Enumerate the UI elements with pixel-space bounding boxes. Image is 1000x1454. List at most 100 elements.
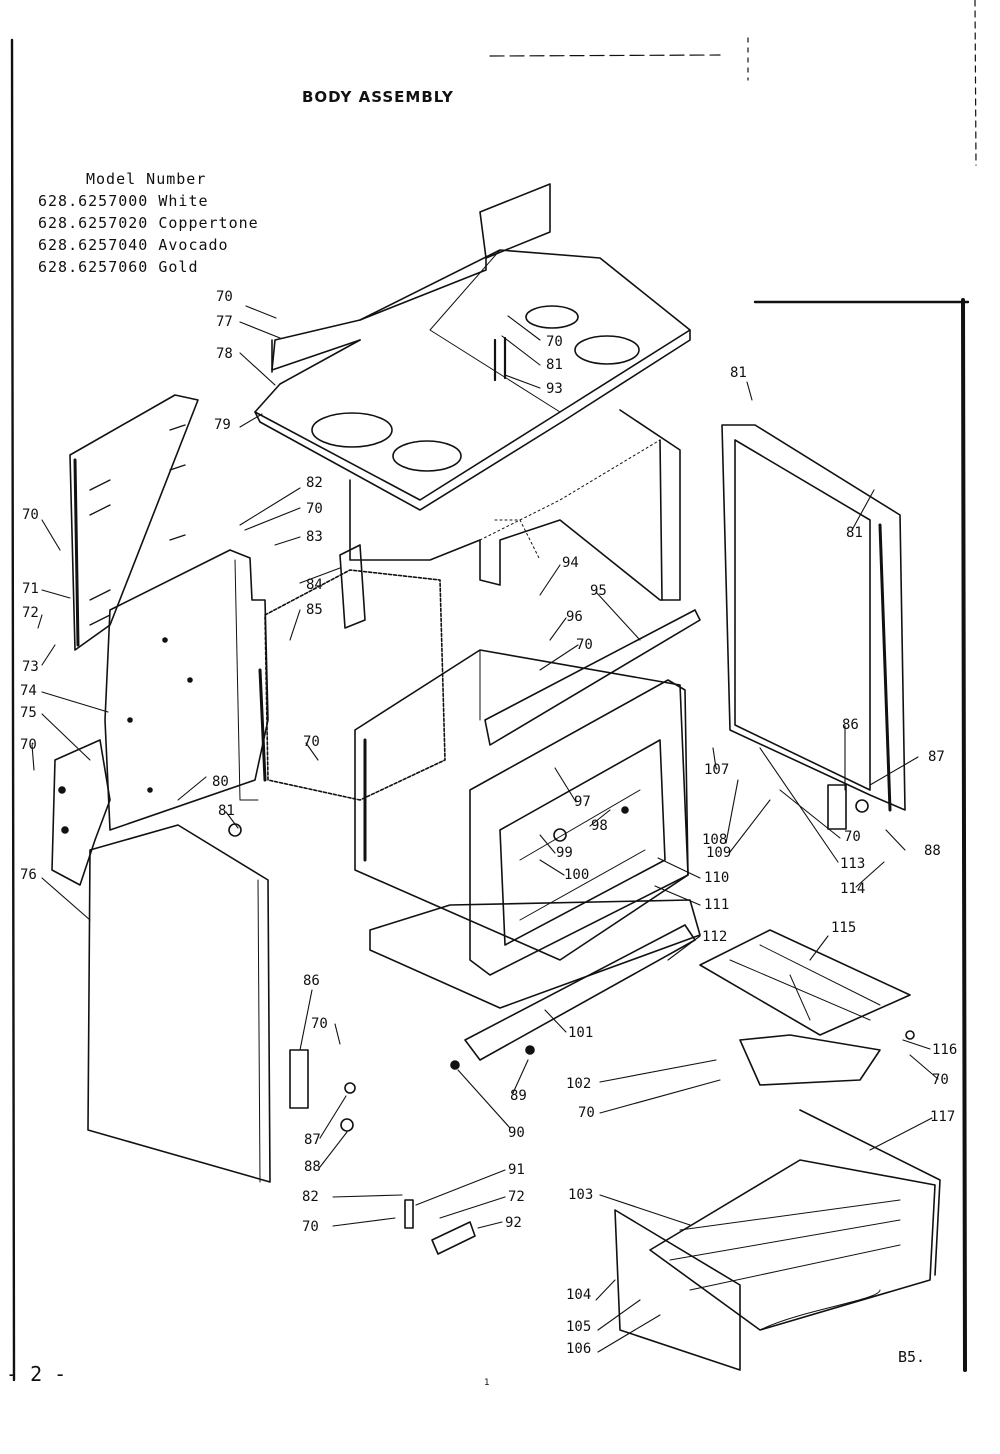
part-callout-label: 101: [568, 1025, 594, 1041]
part-callout-label: 111: [704, 897, 730, 913]
part-callout-label: 97: [574, 794, 591, 810]
oven-bottom: [369, 899, 701, 1009]
part-callout-label: 112: [702, 929, 728, 945]
storage-drawer: [614, 1109, 941, 1371]
inner-side-panel: [104, 549, 269, 831]
part-callout-label: 84: [306, 577, 323, 593]
part-callout-label: 73: [22, 659, 39, 675]
part-callout-label: 70: [306, 501, 323, 517]
insulation-panels: [258, 544, 446, 801]
part-callout-label: 70: [311, 1016, 328, 1032]
part-callout-label: 115: [831, 920, 857, 936]
part-callout-label: 76: [20, 867, 37, 883]
front-access-panel: [87, 823, 271, 1183]
page-code: B5.: [898, 1348, 926, 1366]
part-callout-label: 103: [568, 1187, 594, 1203]
part-callout-label: 104: [566, 1287, 592, 1303]
model-row: 628.6257040 Avocado: [38, 234, 259, 256]
part-callout-label: 70: [576, 637, 593, 653]
oven-front-frame: [469, 679, 689, 976]
part-callout-label: 83: [306, 529, 323, 545]
part-callout-label: 105: [566, 1319, 592, 1335]
part-callout-label: 95: [590, 583, 607, 599]
model-color: Avocado: [158, 236, 229, 254]
model-row: 628.6257060 Gold: [38, 256, 259, 278]
part-callout-label: 113: [840, 856, 866, 872]
left-side-panel: [69, 394, 199, 651]
part-callout-label: 92: [505, 1215, 522, 1231]
part-callout-label: 114: [840, 881, 866, 897]
model-number: 628.6257060: [38, 258, 149, 276]
part-callout-label: 82: [306, 475, 323, 491]
model-color: Gold: [158, 258, 199, 276]
part-callout-label: 88: [304, 1159, 321, 1175]
footer-mark: 1: [484, 1378, 490, 1388]
front-bracket: [51, 739, 111, 886]
rear-door-panel: [721, 424, 906, 830]
part-callout-label: 91: [508, 1162, 525, 1178]
hinge-bracket: [289, 1049, 356, 1132]
leader-lines: [31, 305, 939, 1353]
part-callout-label: 116: [932, 1042, 958, 1058]
part-callout-label: 94: [562, 555, 579, 571]
part-callout-label: 81: [730, 365, 747, 381]
part-callout-label: 81: [846, 525, 863, 541]
part-callout-label: 70: [578, 1105, 595, 1121]
part-callout-label: 70: [22, 507, 39, 523]
page-number: - 2 -: [6, 1362, 67, 1386]
part-callout-label: 78: [216, 346, 233, 362]
part-callout-label: 70: [844, 829, 861, 845]
model-row: 628.6257000 White: [38, 190, 259, 212]
part-callout-label: 117: [930, 1109, 956, 1125]
part-callout-label: 90: [508, 1125, 525, 1141]
model-number: 628.6257040: [38, 236, 149, 254]
part-callout-label: 72: [508, 1189, 525, 1205]
part-callout-label: 72: [22, 605, 39, 621]
part-callout-label: 109: [706, 845, 732, 861]
part-callout-label: 70: [546, 334, 563, 350]
part-callout-label: 70: [216, 289, 233, 305]
part-callout-label: 100: [564, 867, 590, 883]
part-callout-label: 77: [216, 314, 233, 330]
part-callout-label: 80: [212, 774, 229, 790]
part-callout-label: 81: [218, 803, 235, 819]
part-callout-label: 70: [302, 1219, 319, 1235]
small-parts: [404, 1199, 476, 1255]
part-callout-label: 87: [304, 1132, 321, 1148]
model-number: 628.6257020: [38, 214, 149, 232]
part-callout-label: 107: [704, 762, 730, 778]
part-callout-label: 86: [303, 973, 320, 989]
part-callout-label: 82: [302, 1189, 319, 1205]
scan-border-marks: [10, 0, 977, 1382]
part-callout-label: 108: [702, 832, 728, 848]
model-number-heading: Model Number: [86, 170, 207, 188]
model-color: Coppertone: [158, 214, 259, 232]
diagram-title: BODY ASSEMBLY: [302, 88, 454, 106]
part-callout-label: 85: [306, 602, 323, 618]
part-callout-label: 88: [924, 843, 941, 859]
part-callout-label: 70: [20, 737, 37, 753]
part-callout-label: 102: [566, 1076, 592, 1092]
lower-rail: [450, 924, 696, 1070]
model-number: 628.6257000: [38, 192, 149, 210]
part-callout-label: 89: [510, 1088, 527, 1104]
broil-element: [699, 929, 915, 1086]
part-callout-label: 74: [20, 683, 37, 699]
part-callout-label: 106: [566, 1341, 592, 1357]
front-rail: [484, 609, 701, 746]
part-callout-label: 81: [546, 357, 563, 373]
part-callout-label: 99: [556, 845, 573, 861]
part-callout-label: 87: [928, 749, 945, 765]
part-callout-label: 93: [546, 381, 563, 397]
part-callout-label: 70: [303, 734, 320, 750]
part-callout-label: 98: [591, 818, 608, 834]
part-callout-label: 70: [932, 1072, 949, 1088]
part-callout-label: 110: [704, 870, 730, 886]
cooktop-assembly: [254, 183, 691, 511]
model-color: White: [158, 192, 209, 210]
part-callout-label: 71: [22, 581, 39, 597]
model-row: 628.6257020 Coppertone: [38, 212, 259, 234]
part-callout-label: 96: [566, 609, 583, 625]
